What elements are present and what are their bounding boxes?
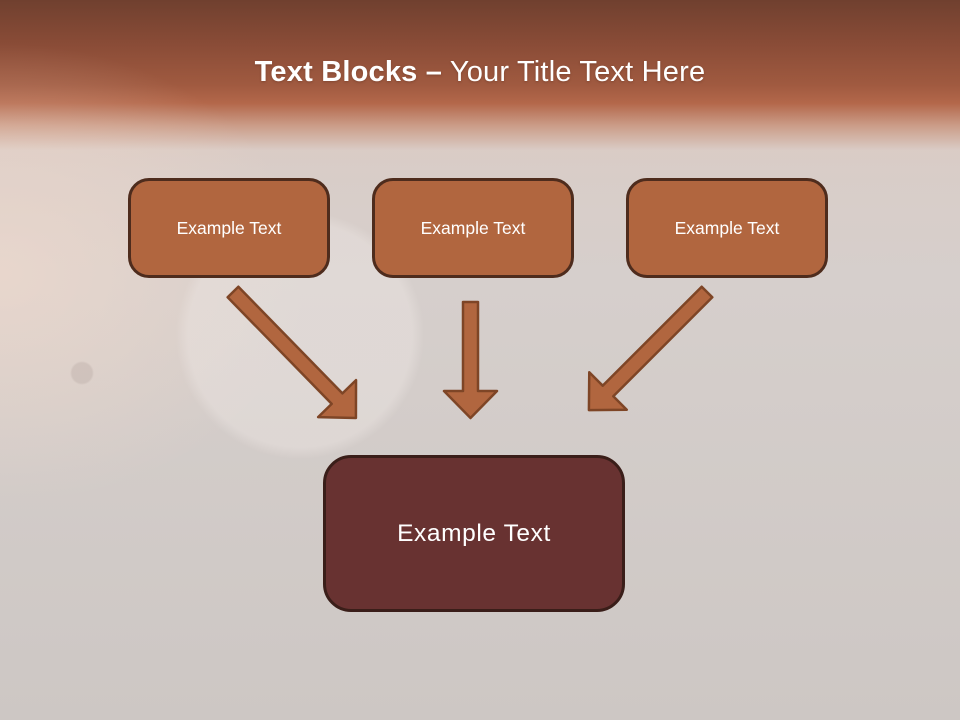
text-block-3-label: Example Text	[674, 217, 780, 238]
text-block-1-label: Example Text	[176, 217, 282, 238]
text-block-3[interactable]: Example Text	[626, 178, 828, 278]
arrow-down-icon	[442, 300, 499, 420]
result-text-block[interactable]: Example Text	[323, 455, 625, 612]
slide-title-regular: Your Title Text Here	[449, 56, 706, 88]
text-block-2[interactable]: Example Text	[372, 178, 574, 278]
text-block-1[interactable]: Example Text	[128, 178, 330, 278]
arrow-down-left-icon	[587, 285, 714, 412]
arrow-down-right-icon	[226, 285, 358, 420]
result-text-block-label: Example Text	[397, 519, 551, 547]
slide-title-bold: Text Blocks –	[254, 56, 443, 88]
text-block-2-label: Example Text	[420, 217, 526, 238]
slide-title[interactable]: Text Blocks – Your Title Text Here	[0, 56, 960, 89]
